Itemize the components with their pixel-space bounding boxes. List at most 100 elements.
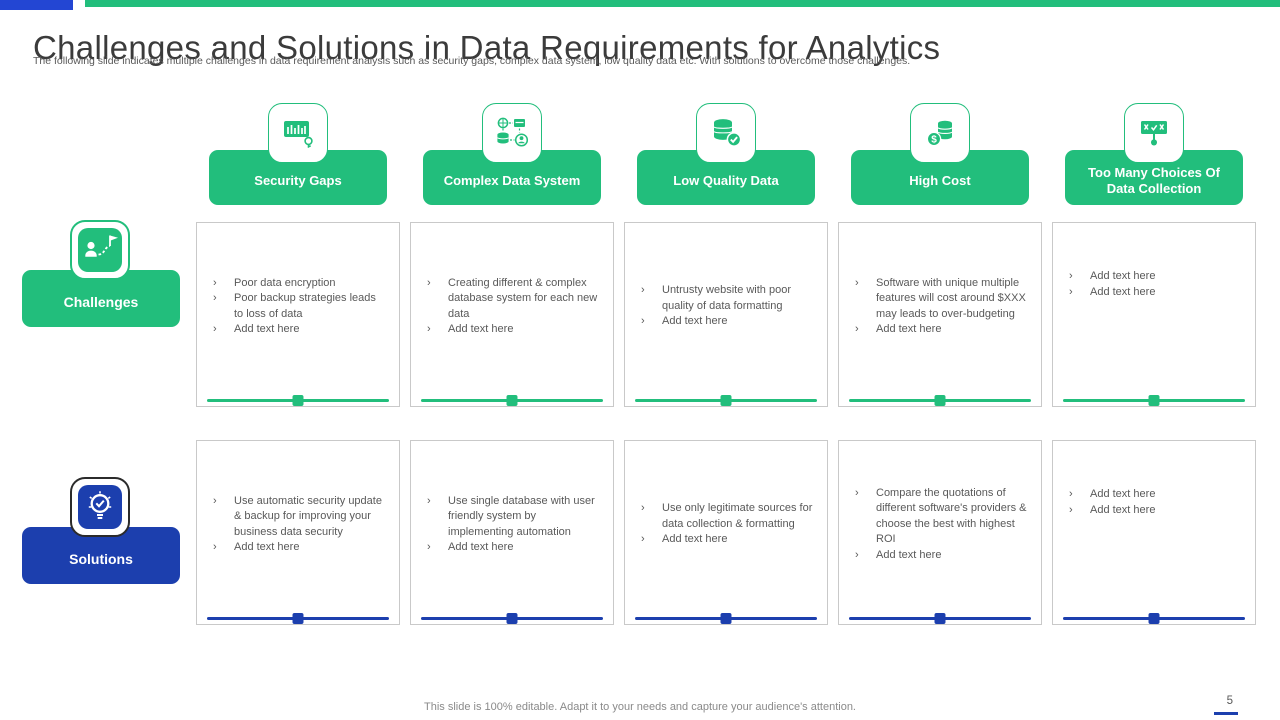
bullet-marker: › [1069,270,1073,282]
solutions-badge [70,477,130,537]
slider-knob [934,613,946,624]
row-label-text: Challenges [63,293,139,310]
database-network-icon [497,117,529,147]
bullet-list: ›Poor data encryption ›Poor backup strat… [213,223,387,390]
bullet-list: › Creating different & complex database s… [427,223,601,390]
bullet-text: Poor data encryption [234,276,336,289]
bullet-marker: › [213,323,217,335]
bullet-marker: › [427,541,431,553]
divider-slider [1063,613,1245,624]
bullet-marker: › [427,323,431,335]
slider-knob [1148,395,1160,406]
list-item: ›Creating different & complex database s… [427,276,601,323]
bullet-marker: › [213,292,217,304]
bullet-marker: › [855,548,859,561]
row-solutions: Solutions [0,477,196,592]
column-header-label: Low Quality Data [673,172,779,188]
bullet-marker: › [213,494,217,507]
challenge-box: › Untrusty website with poor quality of d… [624,222,828,407]
slider-knob [720,613,732,624]
bullet-list: › Compare the quotations of different sof… [855,441,1029,608]
slider-knob [506,395,518,406]
list-item: ›Add text here [641,532,815,548]
column-header-label: High Cost [909,172,971,188]
divider-slider [1063,395,1245,406]
bullet-text: Add text here [1090,488,1156,500]
bullet-text: Use automatic security update & backup f… [234,494,382,538]
svg-text:$: $ [931,135,937,146]
challenge-box: › Add text here › Add text here [1052,222,1256,407]
bullet-marker: › [1069,285,1073,298]
bullet-text: Add text here [1090,285,1156,298]
top-accent-bar-green [85,0,1280,7]
list-item: ›Add text here [427,322,601,338]
bullet-list: › Add text here › Add text here [1069,223,1243,346]
column-header-label: Security Gaps [254,172,342,188]
complex-data-system-badge [482,103,542,163]
list-item: ›Add text here [641,314,815,330]
slider-knob [1148,613,1160,624]
bullet-text: Add text here [1090,270,1156,282]
solution-box: ›Add text here ›Add text here [1052,440,1256,625]
slider-knob [934,395,946,406]
list-item: ›Add text here [213,540,387,556]
bullet-marker: › [641,315,645,328]
challenge-box: ›Poor data encryption ›Poor backup strat… [196,222,400,407]
list-item: › Use automatic security update & backup … [213,494,387,541]
coins-dollar-icon: $ [926,120,953,147]
bullet-text: Add text here [234,541,300,553]
list-item: ›Add text here [855,322,1029,338]
list-item: › Untrusty website with poor quality of d… [641,283,815,314]
challenges-label: Challenges [22,270,180,327]
bullet-list: ›Add text here ›Add text here [1069,441,1243,564]
challenge-box: ›Software with unique multiple features … [838,222,1042,407]
page-number: 5 [1226,695,1233,707]
top-accent-bar-blue [0,0,73,10]
bullet-text: Add text here [1090,503,1156,516]
list-item: › Add text here [855,548,1029,564]
column-header-label: Too Many Choices Of Data Collection [1088,164,1220,196]
bullet-text: Untrusty website with poor quality of da… [662,284,791,312]
slider-knob [506,613,518,624]
divider-slider [421,613,603,624]
slider-knob [292,395,304,406]
too-many-choices-badge [1124,103,1184,163]
bullet-marker: › [641,284,645,297]
divider-slider [207,395,389,406]
list-item: › Add text here [213,322,387,338]
bullet-text: Add text here [234,323,300,335]
solution-box: › Compare the quotations of different sof… [838,440,1042,625]
page-number-underline [1214,712,1238,715]
bullet-text: Creating different & complex database sy… [448,276,598,320]
security-gaps-badge [268,103,328,163]
bullet-marker: › [427,494,431,507]
challenges-badge [70,220,130,280]
divider-slider [635,613,817,624]
bullet-marker: › [855,323,859,335]
bullet-text: Use only legitimate sources for data col… [662,502,813,530]
footer-note: This slide is 100% editable. Adapt it to… [424,701,856,713]
bullet-list: › Use single database with user friendly … [427,441,601,608]
bullet-list: ›Software with unique multiple features … [855,223,1029,390]
database-check-icon [713,119,742,147]
slider-knob [720,395,732,406]
column-complex-data-system: Complex Data System ›Creating different … [410,100,614,630]
bullet-text: Add text here [876,548,942,561]
divider-slider [635,395,817,406]
divider-slider [849,613,1031,624]
list-item: ›Poor data encryption [213,276,387,292]
bullet-marker: › [641,502,645,515]
solution-box: › Use single database with user friendly … [410,440,614,625]
bullet-text: Compare the quotations of different soft… [876,486,1027,546]
bullet-marker: › [1069,488,1073,500]
bullet-list: › Use only legitimate sources for data co… [641,441,815,608]
lightbulb-check-icon [88,491,112,519]
bullet-list: › Use automatic security update & backup … [213,441,387,608]
low-quality-data-badge [696,103,756,163]
list-item: › Use only legitimate sources for data co… [641,501,815,532]
divider-slider [849,395,1031,406]
column-low-quality-data: Low Quality Data › Untrusty website with … [624,100,828,630]
bullet-text: Use single database with user friendly s… [448,494,595,538]
list-item: ›Add text here [427,540,601,556]
